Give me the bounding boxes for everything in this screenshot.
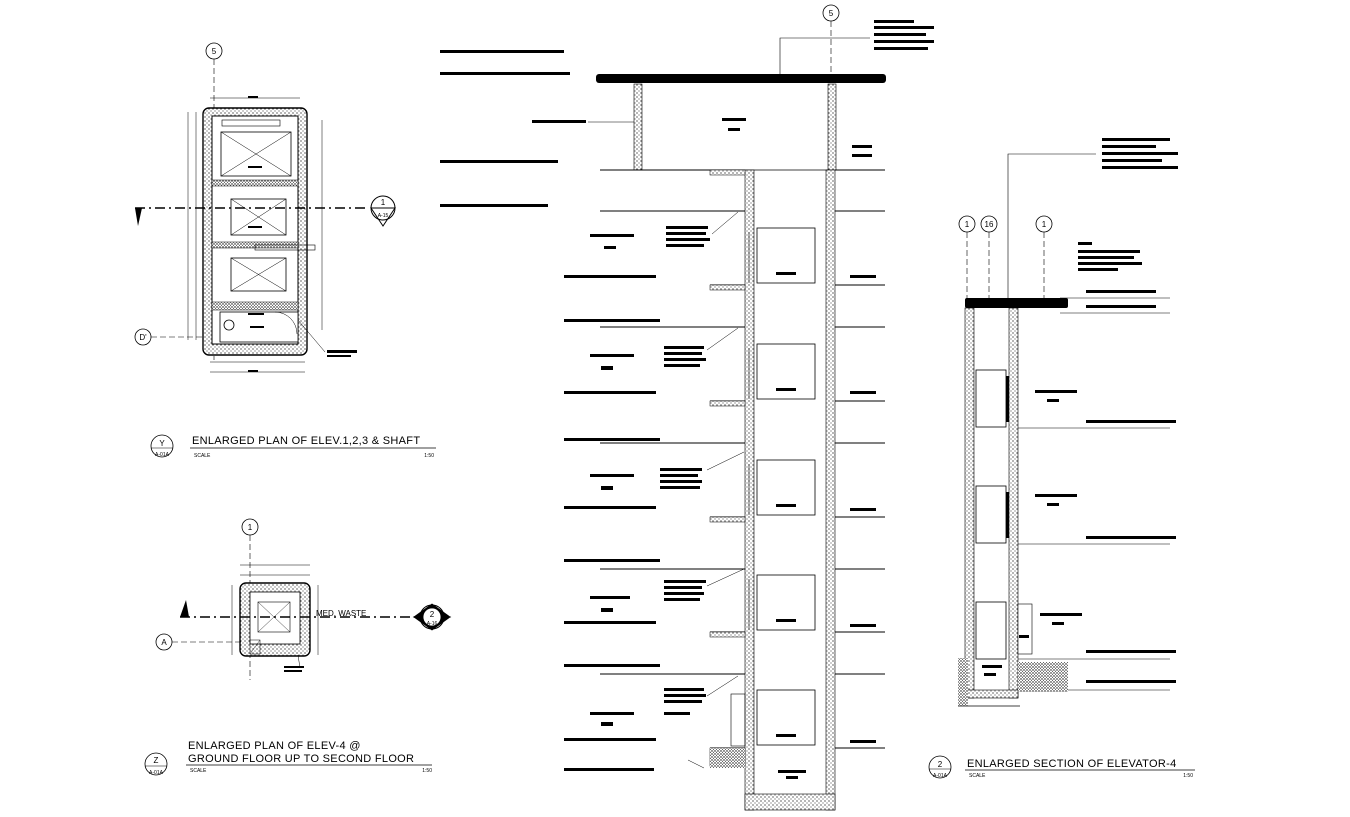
section-2-grid-c: 1 [1042, 220, 1047, 229]
plan-z-drawing: 1 MED. WASTE 2 A-16 A [155, 518, 452, 680]
section-2-grid-b: 16 [985, 220, 994, 229]
plan-y-scale-label: SCALE [194, 453, 211, 459]
section-2-grid-a: 1 [965, 220, 970, 229]
plan-y-grid-left: D' [139, 333, 147, 342]
plan-y-sheet: A-01A [155, 452, 170, 458]
plan-z-grid-left: A [161, 638, 167, 647]
plan-y-title: ENLARGED PLAN OF ELEV.1,2,3 & SHAFT [192, 435, 420, 447]
plan-z-section-sheet: A-16 [427, 621, 438, 627]
plan-z-section-marker: 2 [430, 610, 435, 619]
plan-z-title-line1: ENLARGED PLAN OF ELEV-4 @ [188, 740, 361, 752]
plan-z-sheet: A-01A [149, 770, 164, 776]
plan-z-scale-label: SCALE [190, 768, 207, 774]
section-2-sheet: A-01A [933, 773, 948, 779]
plan-z-title-block: Z A-01A ENLARGED PLAN OF ELEV-4 @ GROUND… [144, 740, 432, 776]
section-2-scale-label: SCALE [969, 773, 986, 779]
plan-y-section-sheet: A-15 [378, 213, 389, 219]
main-section-grid-top: 5 [829, 9, 834, 18]
plan-z-marker: Z [154, 756, 159, 765]
plan-y-scale-value: 1:50 [424, 453, 434, 459]
plan-y-section-marker: 1 [381, 198, 386, 207]
section-2-marker: 2 [938, 760, 943, 769]
section-2-title: ENLARGED SECTION OF ELEVATOR-4 [967, 758, 1177, 770]
section-2-scale-value: 1:50 [1183, 773, 1193, 779]
plan-y-drawing: 5 [134, 42, 396, 373]
main-section-drawing: 5 [440, 4, 934, 811]
plan-z-scale-value: 1:50 [422, 768, 432, 774]
section-2-drawing: 1 16 1 [958, 138, 1178, 707]
plan-y-marker: Y [159, 439, 165, 448]
section-2-title-block: 2 A-01A ENLARGED SECTION OF ELEVATOR-4 S… [928, 755, 1195, 779]
plan-y-grid-top: 5 [212, 47, 217, 56]
plan-z-title-line2: GROUND FLOOR UP TO SECOND FLOOR [188, 753, 414, 765]
plan-z-room-label: MED. WASTE [316, 609, 366, 618]
plan-y-title-block: Y A-01A ENLARGED PLAN OF ELEV.1,2,3 & SH… [150, 434, 436, 459]
plan-z-grid-top: 1 [248, 523, 253, 532]
